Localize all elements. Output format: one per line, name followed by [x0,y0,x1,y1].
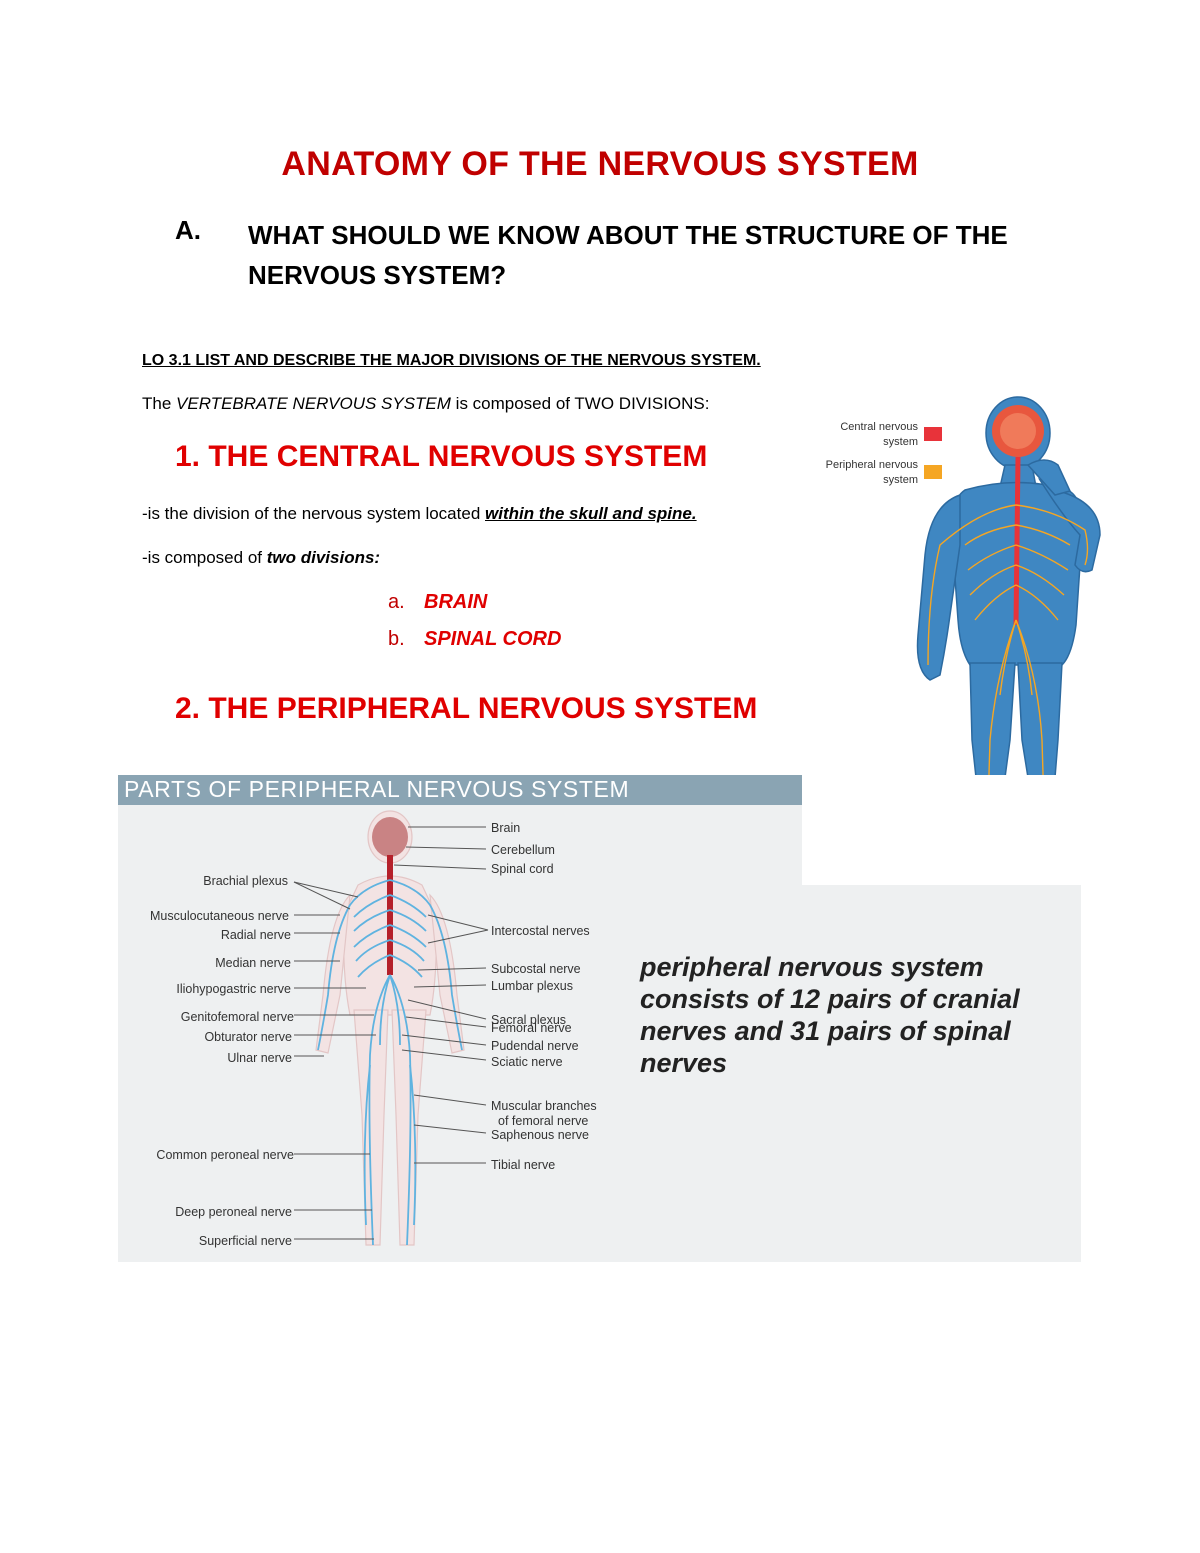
brain-highlight [1000,413,1036,449]
label-common-peroneal-nerve: Common peroneal nerve [156,1148,294,1162]
cns-line2-emphasis: two divisions: [266,548,381,567]
label-brain: Brain [491,821,521,835]
list-letter: a. [388,591,405,613]
cns-description-1: -is the division of the nervous system l… [142,504,697,524]
legend-pns-label-1: Peripheral nervous [826,459,919,471]
cns-line1-emphasis: within the skull and spine. [485,504,697,523]
diagram-banner-text: PARTS OF PERIPHERAL NERVOUS SYSTEM [124,776,630,802]
label-intercostal-nerves: Intercostal nerves [491,924,590,938]
label-ulnar-nerve: Ulnar nerve [227,1051,292,1065]
label-brachial-plexus: Brachial plexus [203,874,288,888]
pns-brain-shape [372,817,408,857]
intro-paragraph: The VERTEBRATE NERVOUS SYSTEM is compose… [142,394,709,414]
cns-line2-text: -is composed of [142,548,267,567]
label-of-femoral-nerve: of femoral nerve [498,1114,589,1128]
label-muscular-branches: Muscular branches [491,1099,597,1113]
learning-objective: LO 3.1 LIST AND DESCRIBE THE MAJOR DIVIS… [142,352,761,369]
intro-post: is composed of TWO DIVISIONS: [450,394,710,413]
cns-item-brain: a. BRAIN [388,591,487,614]
label-sciatic-nerve: Sciatic nerve [491,1055,563,1069]
list-label: BRAIN [424,591,488,613]
label-genitofemoral-nerve: Genitofemoral nerve [180,1010,294,1024]
pns-summary-text: peripheral nervous system consists of 12… [640,952,1020,1078]
legend-cns-label-2: system [883,436,918,448]
label-median-nerve: Median nerve [215,956,291,970]
cns-item-spinal-cord: b. SPINAL CORD [388,628,561,651]
label-lumbar-plexus: Lumbar plexus [491,979,573,993]
diagram-blank-area [802,775,1081,885]
spinal-cord-line [1013,456,1021,626]
pns-heading: 2. THE PERIPHERAL NERVOUS SYSTEM [175,692,758,725]
label-musculocutaneous-nerve: Musculocutaneous nerve [150,909,289,923]
legend-cns-label-1: Central nervous [840,421,918,433]
pns-body-illustration [293,810,489,1246]
label-cerebellum: Cerebellum [491,843,555,857]
label-radial-nerve: Radial nerve [220,928,291,942]
section-a-letter: A. [175,215,201,245]
body-illustration: Central nervous system Peripheral nervou… [826,396,1101,881]
list-letter: b. [388,628,405,650]
label-pudendal-nerve: Pudendal nerve [491,1039,579,1053]
label-sacral-plexus: Sacral plexus [491,1013,567,1027]
page-title: ANATOMY OF THE NERVOUS SYSTEM [281,145,919,183]
label-femoral-nerve: Femoral nerve [491,1021,572,1035]
cns-heading: 1. THE CENTRAL NERVOUS SYSTEM [175,440,708,473]
label-superficial-nerve: Superficial nerve [198,1234,292,1248]
section-a-heading: WHAT SHOULD WE KNOW ABOUT THE STRUCTURE … [248,220,1008,290]
pns-nerves [317,879,463,1246]
intro-emphasis: VERTEBRATE NERVOUS SYSTEM [176,394,451,413]
legend-cns-swatch [924,427,942,441]
label-tibial-nerve: Tibial nerve [491,1158,556,1172]
label-spinal-cord: Spinal cord [491,862,554,876]
legend-pns-label-2: system [883,474,918,486]
legend-pns-swatch [924,465,942,479]
intro-pre: The [142,394,177,413]
diagram-banner: PARTS OF PERIPHERAL NERVOUS SYSTEM [118,775,802,805]
label-saphenous-nerve: Saphenous nerve [491,1128,589,1142]
cns-line1-text: -is the division of the nervous system l… [142,504,485,523]
label-subcostal-nerve: Subcostal nerve [491,962,581,976]
label-deep-peroneal-nerve: Deep peroneal nerve [175,1205,292,1219]
pns-diagram: PARTS OF PERIPHERAL NERVOUS SYSTEM [118,775,1081,1262]
list-label: SPINAL CORD [424,628,562,650]
label-iliohypogastric-nerve: Iliohypogastric nerve [176,982,291,996]
label-leader-lines [293,826,489,1240]
cns-description-2: -is composed of two divisions: [142,548,380,568]
label-obturator-nerve: Obturator nerve [204,1030,292,1044]
body-nervous-system-figure: Central nervous system Peripheral nervou… [800,395,1155,890]
